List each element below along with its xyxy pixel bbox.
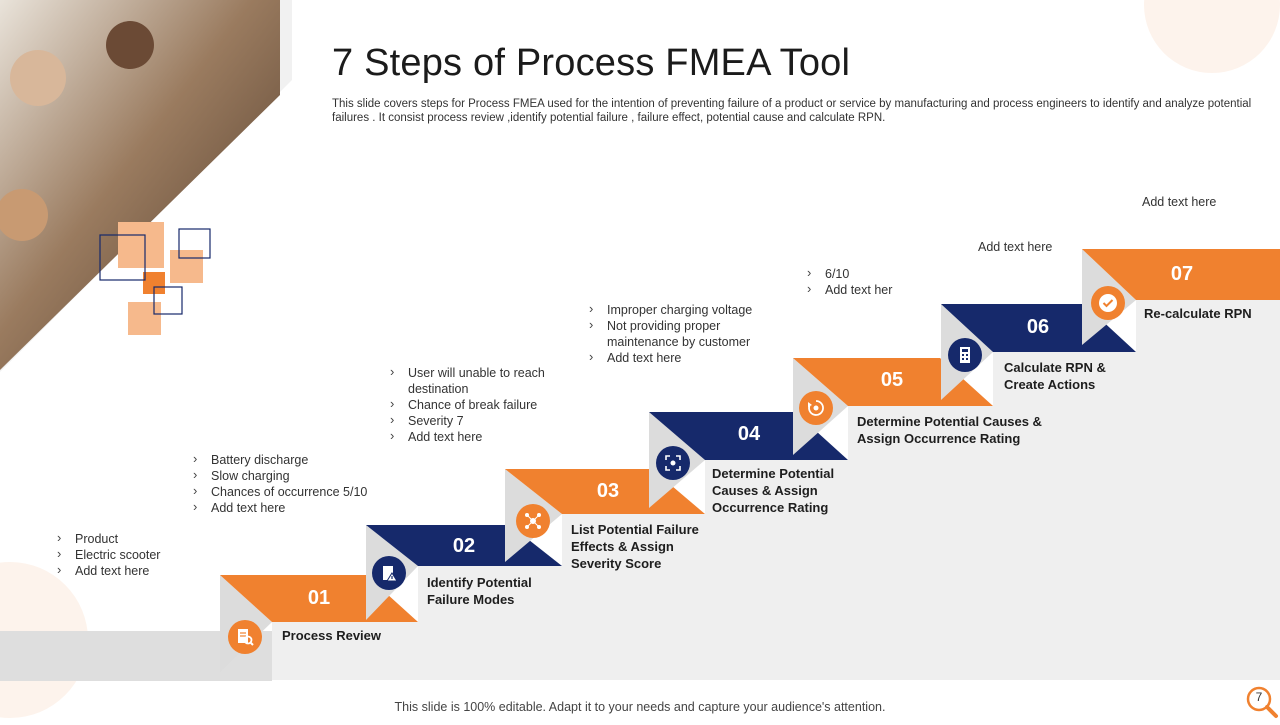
step-05-notes: 6/10 Add text her — [805, 265, 935, 298]
list-item: Severity 7 — [388, 412, 573, 429]
step-02-notes: Battery discharge Slow charging Chances … — [191, 451, 401, 516]
list-item: 6/10 — [805, 265, 935, 282]
step-07-tread — [1082, 249, 1280, 300]
step-01-number: 01 — [307, 587, 331, 609]
document-search-icon — [228, 620, 262, 654]
page-number-badge: 7 — [1243, 684, 1279, 720]
step-07-note: Add text here — [1142, 195, 1217, 209]
slide-subtitle: This slide covers steps for Process FMEA… — [332, 98, 1252, 124]
footer-note: This slide is 100% editable. Adapt it to… — [394, 700, 886, 714]
step-07-label: Re-calculate RPN — [1144, 306, 1252, 321]
decor-square — [170, 250, 203, 283]
list-item: Chance of break failure — [388, 396, 573, 413]
step-03-label: List Potential Failure Effects & Assign … — [571, 522, 699, 571]
list-item: Add text here — [191, 499, 401, 516]
step-04-number: 04 — [737, 423, 761, 445]
magnifier-icon — [1246, 686, 1278, 718]
photo-person-2 — [106, 21, 154, 69]
step-03-number: 03 — [596, 480, 620, 502]
list-item: Chances of occurrence 5/10 — [191, 483, 401, 500]
list-item: Add text here — [587, 349, 772, 366]
step-05-label: Determine Potential Causes & Assign Occu… — [857, 414, 1042, 446]
step-05-number: 05 — [880, 369, 904, 391]
step-02-label: Identify Potential Failure Modes — [427, 575, 532, 607]
list-item: Not providing proper maintenance by cust… — [587, 317, 772, 350]
photo-person-3 — [0, 189, 48, 241]
network-nodes-icon — [516, 504, 550, 538]
list-item: Product — [55, 530, 215, 547]
decor-circle-top — [1144, 0, 1280, 73]
scan-target-icon — [656, 446, 690, 480]
team-photo — [0, 0, 280, 370]
step-01-label: Process Review — [282, 628, 382, 643]
decor-square — [118, 222, 164, 268]
step-06-note: Add text here — [978, 240, 1053, 254]
decor-square — [143, 272, 165, 294]
step-03-notes: User will unable to reach destination Ch… — [388, 364, 573, 445]
list-item: Electric scooter — [55, 546, 215, 563]
calculator-icon — [948, 338, 982, 372]
decor-square-outline — [99, 234, 146, 281]
step-07-number: 07 — [1170, 263, 1194, 285]
list-item: Add text here — [55, 562, 215, 579]
step-02-number: 02 — [452, 535, 476, 557]
decor-square — [128, 302, 161, 335]
step-06-number: 06 — [1026, 316, 1050, 338]
step-01-notes: Product Electric scooter Add text here — [55, 530, 215, 579]
staircase-fill — [272, 300, 1280, 680]
step-04-label: Determine Potential Causes & Assign Occu… — [712, 466, 835, 515]
list-item: Slow charging — [191, 467, 401, 484]
photo-person-1 — [10, 50, 66, 106]
list-item: User will unable to reach destination — [388, 364, 573, 397]
page-number: 7 — [1255, 690, 1263, 704]
slide-title: 7 Steps of Process FMEA Tool — [332, 42, 851, 84]
cycle-arrows-icon — [799, 391, 833, 425]
decor-square-outline — [153, 286, 183, 315]
list-item: Improper charging voltage — [587, 301, 772, 318]
step-06-label: Calculate RPN & Create Actions — [1004, 360, 1106, 392]
checkmark-icon — [1091, 286, 1125, 320]
decor-square-outline — [178, 228, 211, 259]
list-item: Add text her — [805, 281, 935, 298]
step-04-notes: Improper charging voltage Not providing … — [587, 301, 772, 366]
warning-report-icon — [372, 556, 406, 590]
list-item: Add text here — [388, 428, 573, 445]
list-item: Battery discharge — [191, 451, 401, 468]
